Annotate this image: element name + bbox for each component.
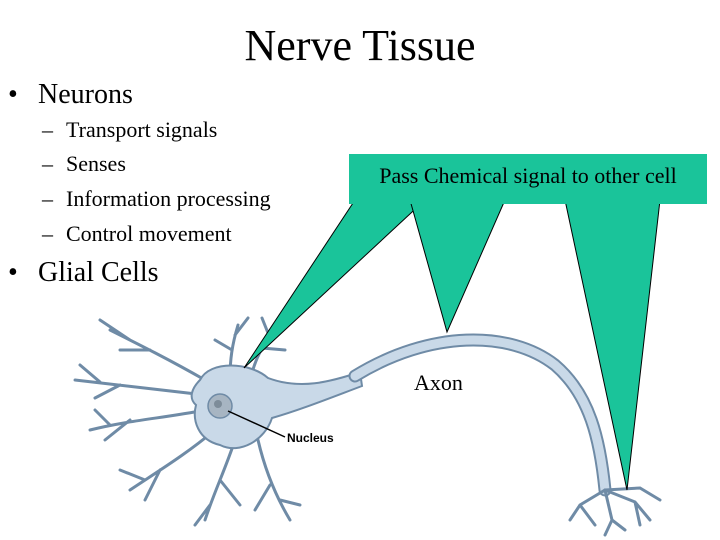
subitem-control-movement: –Control movement	[42, 221, 232, 247]
nucleus-label: Nucleus	[287, 431, 334, 445]
subitem-transport-signals: –Transport signals	[42, 117, 217, 143]
callout-pointer-terminal	[564, 199, 661, 491]
subitem-senses: –Senses	[42, 151, 126, 177]
subitem-marker: –	[42, 151, 53, 176]
bullet-neurons: • Neurons	[8, 78, 133, 112]
axon	[348, 333, 612, 497]
bullet-marker: •	[8, 257, 18, 288]
axon-fill	[350, 335, 610, 495]
subitem-information-processing: –Information processing	[42, 186, 271, 212]
bullet-text: Glial Cells	[38, 257, 159, 288]
bullet-text: Neurons	[38, 79, 133, 110]
subitem-text: Control movement	[66, 221, 232, 246]
subitem-text: Information processing	[66, 186, 271, 211]
subitem-text: Senses	[66, 151, 126, 176]
bullet-marker: •	[8, 79, 18, 110]
bullet-glial-cells: • Glial Cells	[8, 256, 159, 290]
callout-pointer-dendrite	[243, 199, 427, 369]
callout-box: Pass Chemical signal to other cell	[349, 154, 707, 204]
axon-label: Axon	[414, 370, 463, 395]
nucleolus	[214, 400, 222, 408]
slide-title: Nerve Tissue	[244, 21, 476, 70]
subitem-marker: –	[42, 186, 53, 211]
callout-pointer-axon	[409, 199, 506, 334]
subitem-marker: –	[42, 221, 53, 246]
cell-body	[190, 364, 364, 450]
axon-terminals	[568, 486, 662, 537]
dendrites	[73, 316, 302, 527]
subitem-text: Transport signals	[66, 117, 218, 142]
subitem-marker: –	[42, 117, 53, 142]
nucleus-pointer	[227, 410, 286, 438]
